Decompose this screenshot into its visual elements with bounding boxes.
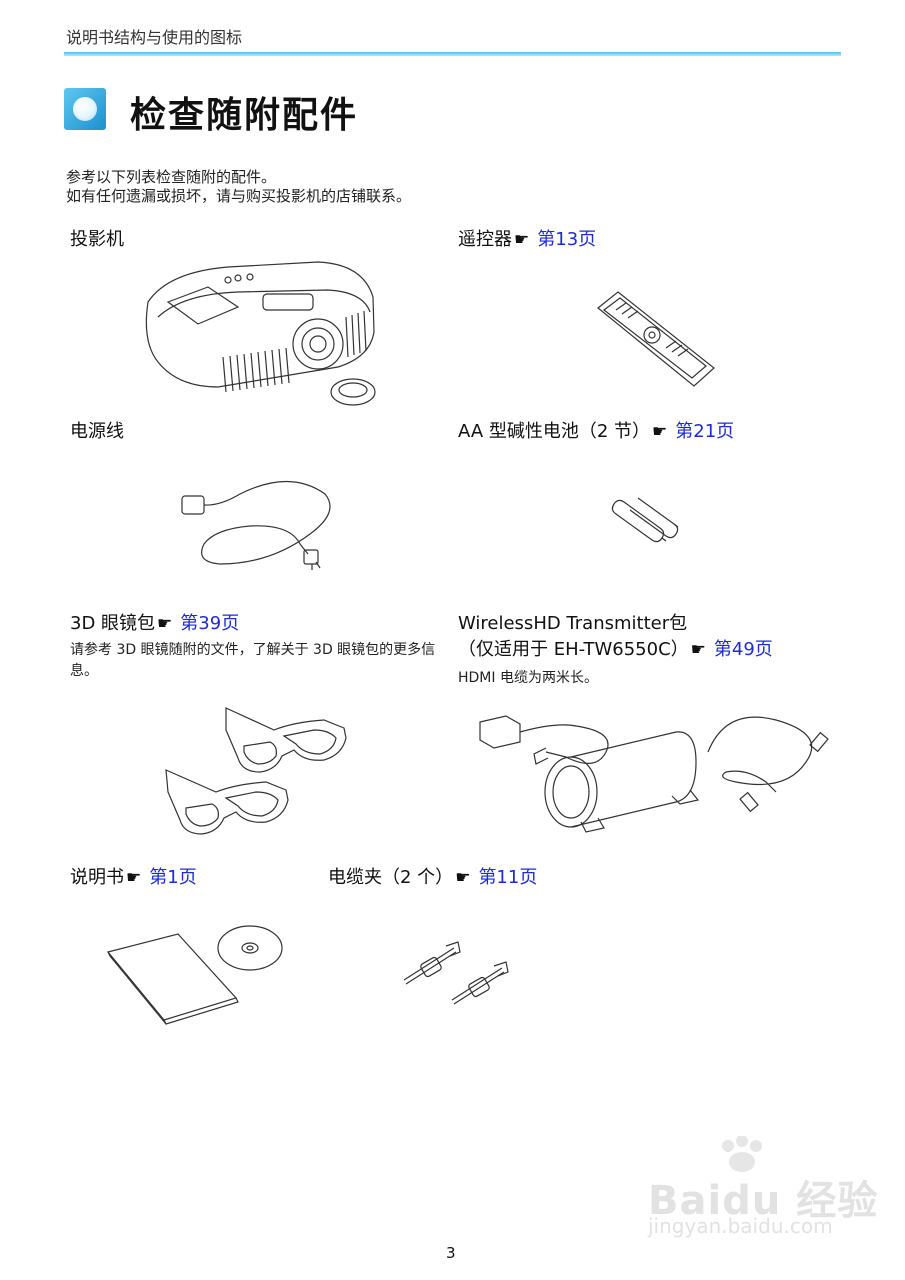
item-title-remote: 遥控器☛第13页 — [458, 229, 597, 250]
hand-pointer-icon: ☛ — [455, 868, 471, 888]
item-title-manual: 说明书☛第1页 — [70, 867, 197, 888]
page-link-glasses[interactable]: 第39页 — [180, 613, 240, 634]
hand-pointer-icon: ☛ — [157, 614, 173, 634]
manual-and-cd-illustration — [106, 925, 283, 1025]
header-rule — [64, 52, 841, 56]
hand-pointer-icon: ☛ — [652, 422, 668, 442]
page-link-manual[interactable]: 第1页 — [149, 867, 197, 888]
hand-pointer-icon: ☛ — [690, 640, 706, 660]
item-title-projector: 投影机 — [70, 229, 124, 250]
3d-glasses-illustration — [165, 707, 347, 835]
glasses-note: 请参考 3D 眼镜随附的文件，了解关于 3D 眼镜包的更多信息。 — [70, 642, 436, 679]
item-title-power-cord: 电源线 — [70, 421, 124, 442]
page-link-wireless[interactable]: 第49页 — [713, 639, 773, 660]
item-title-glasses-bag: 3D 眼镜包☛第39页 — [70, 613, 240, 634]
remote-control-illustration — [597, 291, 715, 387]
watermark-url: jingyan.baidu.com — [648, 1214, 833, 1238]
cable-clips-illustration — [403, 941, 509, 1005]
page-link-cable-clip[interactable]: 第11页 — [478, 867, 538, 888]
power-cord-illustration — [181, 480, 331, 570]
item-title-batteries: AA 型碱性电池（2 节）☛第21页 — [458, 421, 735, 442]
page-number: 3 — [446, 1244, 456, 1262]
intro-line-1: 参考以下列表检查随附的配件。 — [66, 168, 277, 186]
hand-pointer-icon: ☛ — [126, 868, 142, 888]
item-title-wireless-line2: （仅适用于 EH-TW6550C）☛第49页 — [458, 639, 773, 660]
page-link-remote[interactable]: 第13页 — [537, 229, 597, 250]
running-header: 说明书结构与使用的图标 — [66, 28, 243, 47]
item-title-cable-clip: 电缆夹（2 个）☛第11页 — [328, 867, 538, 888]
batteries-illustration — [611, 497, 679, 543]
page-link-batteries[interactable]: 第21页 — [675, 421, 735, 442]
wireless-note: HDMI 电缆为两米长。 — [458, 670, 598, 686]
projector-illustration — [145, 261, 376, 406]
baidu-paw-logo — [722, 1136, 762, 1172]
hand-pointer-icon: ☛ — [514, 230, 530, 250]
wireless-transmitter-illustration — [479, 715, 829, 833]
item-title-wireless-line1: WirelessHD Transmitter包 — [458, 613, 688, 634]
section-title-icon — [64, 88, 106, 130]
intro-line-2: 如有任何遗漏或损坏，请与购买投影机的店铺联系。 — [66, 187, 412, 205]
page-title: 检查随附配件 — [130, 95, 359, 136]
watermark-brand: Baidu 经验 — [648, 1178, 879, 1224]
